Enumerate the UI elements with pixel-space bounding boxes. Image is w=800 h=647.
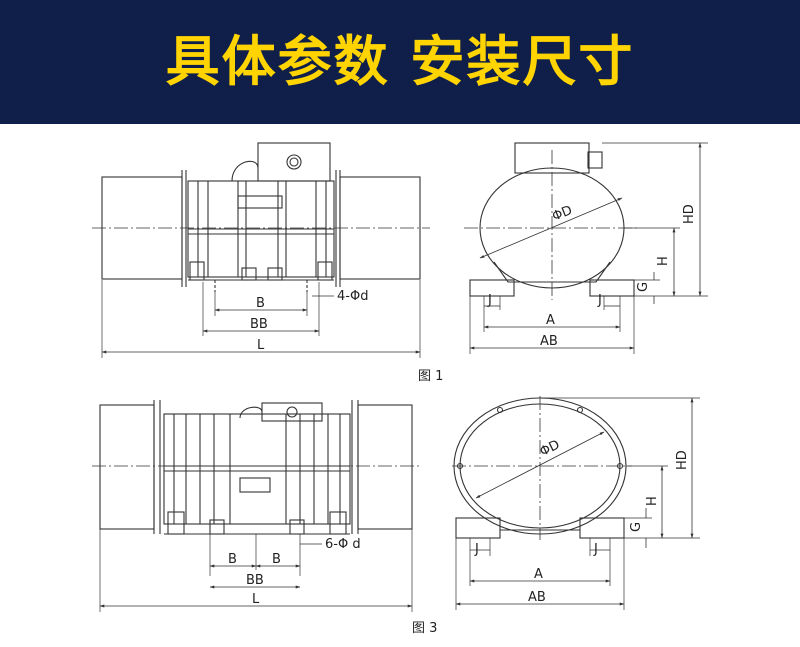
- fig1-caption: 图 1: [418, 369, 443, 384]
- fig3-dim-BB: BB: [246, 573, 264, 588]
- header-banner: [0, 0, 800, 124]
- fig3-dim-J-left: J: [474, 542, 479, 557]
- fig3-dim-holes: 6-Φ d: [325, 537, 361, 552]
- fig1-dim-BB: BB: [250, 317, 268, 332]
- fig3-caption: 图 3: [412, 621, 437, 636]
- fig3-dim-B-left: B: [228, 552, 237, 567]
- fig3-dim-HD: HD: [675, 450, 690, 470]
- fig1-dim-A: A: [546, 313, 555, 328]
- page-title: 具体参数 安装尺寸: [165, 30, 635, 93]
- fig3-dim-A: A: [534, 567, 543, 582]
- fig1-dim-B: B: [256, 296, 265, 311]
- fig1-dim-holes: 4-Φd: [337, 289, 368, 304]
- fig3-dim-G: G: [629, 522, 644, 532]
- fig3-side-view: [92, 400, 420, 612]
- fig1-dim-J-right: J: [597, 293, 602, 308]
- fig3-dim-L: L: [252, 592, 260, 607]
- fig1-end-view: [464, 142, 708, 354]
- fig1-dim-H: H: [656, 256, 671, 266]
- fig3-dim-B-right: B: [272, 552, 281, 567]
- fig3-end-view: [452, 396, 700, 610]
- fig1-dim-G: G: [636, 282, 651, 292]
- fig1-side-view: [92, 142, 430, 358]
- fig3-dim-H: H: [645, 496, 660, 506]
- fig1-dim-HD: HD: [682, 204, 697, 224]
- fig3-dim-D: ΦD: [538, 437, 563, 459]
- fig1-dim-L: L: [257, 338, 265, 353]
- fig3-dim-AB: AB: [528, 590, 546, 605]
- fig3-dim-J-right: J: [593, 542, 598, 557]
- fig1-dim-AB: AB: [540, 334, 558, 349]
- fig1-dim-J-left: J: [487, 293, 492, 308]
- fig1-dim-D: ΦD: [550, 203, 574, 224]
